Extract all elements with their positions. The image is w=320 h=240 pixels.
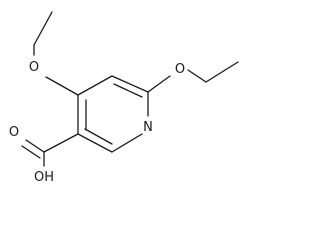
chemical-structure: O O N O OH	[9, 11, 239, 185]
bond-c2-c3	[77, 133, 113, 153]
bond-c3-carboxyl-c	[43, 133, 79, 153]
bond-carboxyl-c-o	[25, 139, 45, 153]
bond-o-right-ch2	[187, 69, 207, 83]
bond-o-upper-c4	[45, 76, 79, 96]
bond-c6-o-right	[147, 75, 171, 93]
bond-c5-c6	[111, 75, 149, 93]
bond-c5-c6-double	[113, 83, 143, 98]
atom-o-upper: O	[29, 60, 39, 75]
atom-n-ring: N	[143, 120, 153, 135]
bond-ch2-ch3-right	[205, 61, 239, 83]
atom-o-carbonyl: O	[9, 125, 19, 140]
bond-c2-c3-double	[84, 128, 113, 145]
atom-oh: OH	[34, 170, 54, 185]
bond-ethyl-ch3-ch2-upper	[33, 11, 53, 46]
bond-c4-c5	[77, 75, 113, 96]
bond-carboxyl-c-o-double	[21, 145, 41, 159]
atom-o-right: O	[175, 62, 185, 77]
bond-n-c2	[111, 133, 143, 153]
